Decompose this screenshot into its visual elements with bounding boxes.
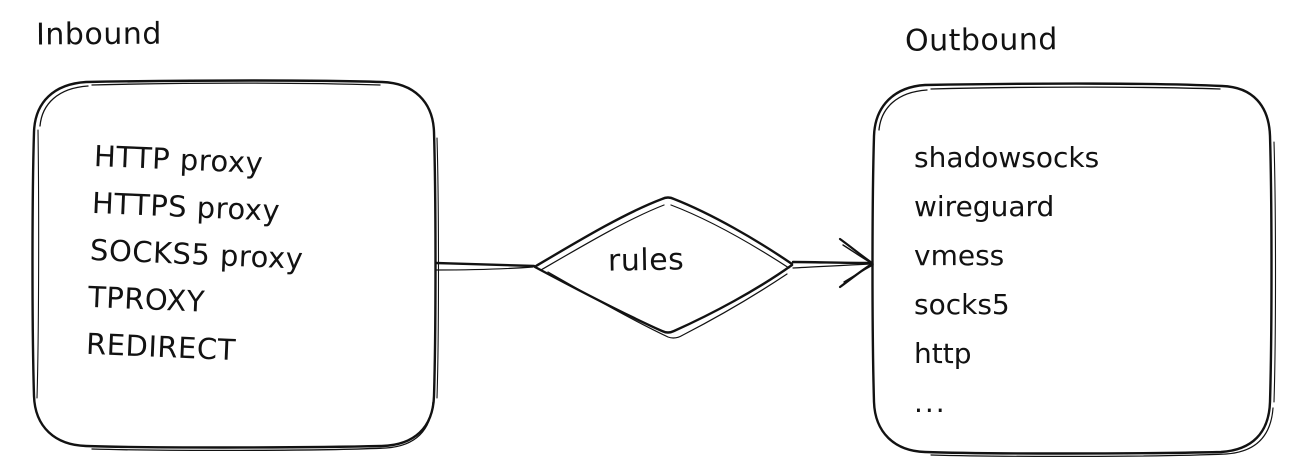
rules-node-label: rules — [607, 242, 685, 279]
list-item: shadowsocks — [914, 141, 1100, 174]
outbound-caption: Outbound — [904, 22, 1059, 59]
connector-inbound-to-rules — [434, 261, 536, 271]
connector-rules-to-outbound — [791, 237, 874, 289]
list-item: REDIRECT — [85, 326, 237, 368]
outbound-box-outline — [871, 82, 1277, 457]
list-item-ellipsis: ... — [914, 386, 947, 419]
inbound-caption: Inbound — [35, 16, 162, 53]
list-item: wireguard — [914, 190, 1055, 223]
list-item: vmess — [914, 239, 1005, 272]
list-item: socks5 — [914, 288, 1010, 321]
rules-diamond-outline — [533, 196, 794, 339]
list-item: http — [914, 337, 972, 370]
inbound-protocol-list: HTTP proxy HTTPS proxy SOCKS5 proxy TPRO… — [85, 133, 308, 377]
outbound-protocol-list: shadowsocks wireguard vmess socks5 http … — [914, 133, 1099, 427]
